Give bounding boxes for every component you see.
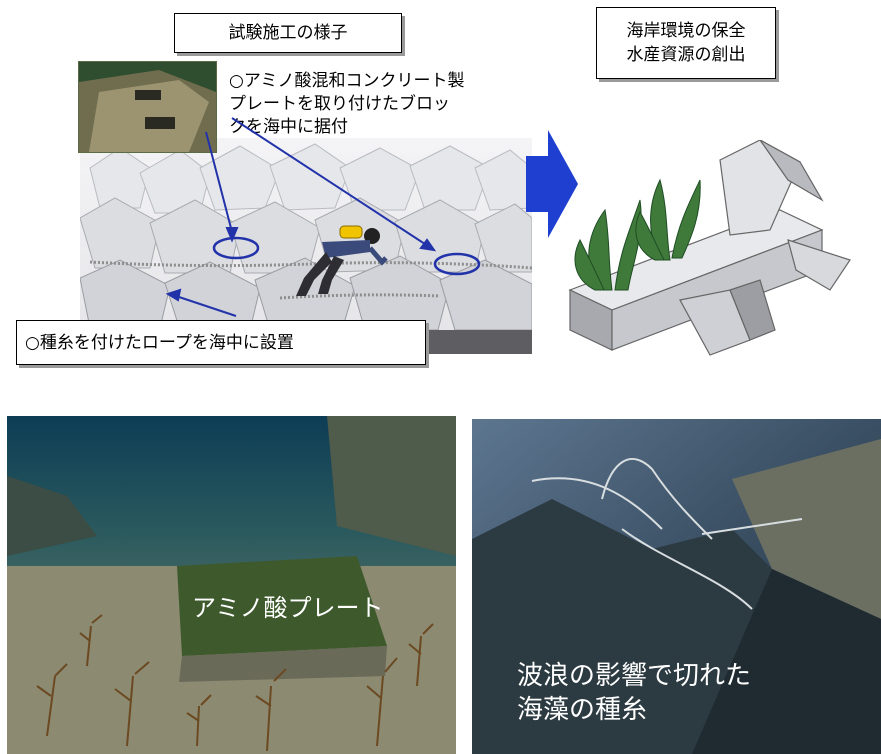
right-arrow-icon [526, 130, 578, 238]
broken-seed-string-photo: 波浪の影響で切れた 海藻の種糸 [472, 419, 881, 754]
plate-closeup-photo [78, 61, 217, 153]
broken-seed-string-label: 波浪の影響で切れた 海藻の種糸 [517, 661, 752, 725]
rope-caption-text: ○種糸を付けたロープを海中に設置 [25, 332, 294, 353]
title-box: 試験施工の様子 [174, 13, 402, 53]
amino-acid-plate-photo: アミノ酸プレート [7, 416, 456, 754]
diver-icon [282, 218, 392, 298]
rope-caption-box: ○種糸を付けたロープを海中に設置 [16, 320, 426, 365]
goal-box: 海岸環境の保全 水産資源の創出 [596, 7, 776, 79]
goal-text: 海岸環境の保全 水産資源の創出 [626, 21, 746, 65]
plate-label: アミノ酸プレート [192, 594, 384, 622]
block-with-seaweed-illustration [560, 140, 870, 360]
plate-caption: ○アミノ酸混和コンクリート製 プレートを取り付けたブロッ クを海中に据付 [229, 71, 465, 137]
title-text: 試験施工の様子 [228, 23, 348, 43]
seaweed-icon [574, 178, 701, 291]
